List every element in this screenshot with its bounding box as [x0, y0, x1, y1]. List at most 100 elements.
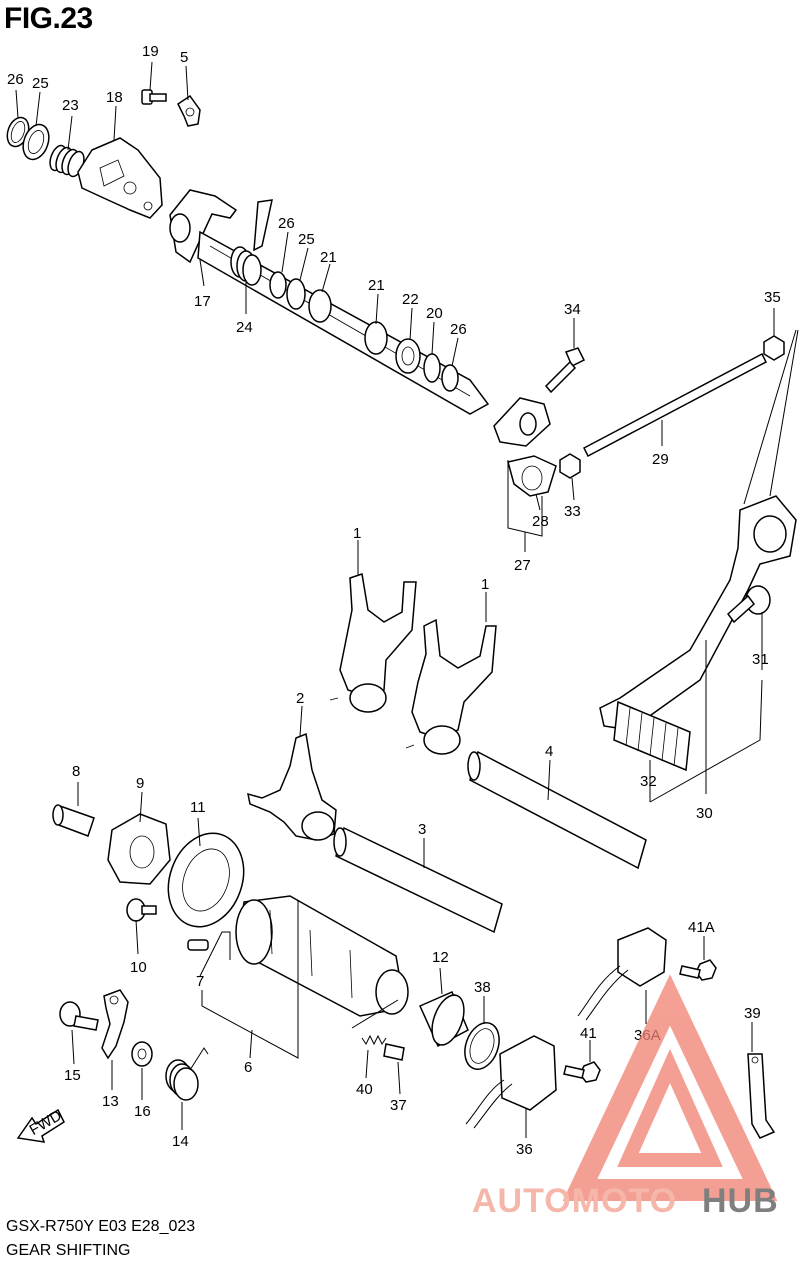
label-27: 27 [514, 557, 531, 574]
label-26c: 26 [450, 321, 467, 338]
label-40: 40 [356, 1081, 373, 1098]
part-1-shift-fork-a [329, 573, 417, 713]
label-25a: 25 [32, 75, 49, 92]
label-37: 37 [390, 1097, 407, 1114]
label-3: 3 [418, 821, 426, 838]
leader-lines [15, 61, 799, 1138]
label-16: 16 [134, 1103, 151, 1120]
model-caption: GSX-R750Y E03 E28_023 [6, 1218, 196, 1235]
label-28: 28 [532, 513, 549, 530]
label-29: 29 [652, 451, 669, 468]
figure-title: FIG.23 [4, 2, 93, 35]
label-25b: 25 [298, 231, 315, 248]
label-24: 24 [236, 319, 253, 336]
part-33-nut [559, 453, 581, 479]
label-19: 19 [142, 43, 159, 60]
label-26a: 26 [7, 71, 24, 88]
label-10: 10 [130, 959, 147, 976]
part-26-circlip-b [269, 271, 287, 299]
label-2: 2 [296, 690, 304, 707]
part-41A-bolt [679, 959, 717, 981]
label-36: 36 [516, 1141, 533, 1158]
watermark-brand-a: AUTOMOTO [472, 1182, 677, 1220]
label-1b: 1 [481, 576, 489, 593]
part-40-spring [361, 1034, 387, 1046]
label-9: 9 [136, 775, 144, 792]
label-41A: 41A [688, 919, 715, 936]
part-32-footpeg-rubber [613, 700, 691, 772]
label-20: 20 [426, 305, 443, 322]
part-21-bushing-b [364, 321, 388, 355]
label-23: 23 [62, 97, 79, 114]
part-22-seal [395, 338, 421, 374]
part-7-dowel-pin [187, 939, 209, 951]
part-41-screw [563, 1061, 601, 1083]
part-14-spring [165, 1047, 209, 1101]
label-35: 35 [764, 289, 781, 306]
label-11: 11 [190, 799, 206, 816]
part-15-bolt [59, 1001, 99, 1031]
part-37-plunger [383, 1043, 405, 1061]
label-34: 34 [564, 301, 581, 318]
label-14: 14 [172, 1133, 189, 1150]
label-7: 7 [196, 973, 204, 990]
label-4: 4 [545, 743, 553, 760]
part-23-spring [49, 144, 85, 178]
part-36A-sensor [577, 927, 667, 1021]
part-13-arm [101, 989, 129, 1060]
label-5: 5 [180, 49, 188, 66]
part-38-o-ring [464, 1022, 500, 1070]
part-34-bolt [544, 347, 586, 394]
part-4-fork-shaft [467, 750, 647, 870]
part-19-bolt [141, 89, 167, 105]
label-13: 13 [102, 1093, 119, 1110]
label-32: 32 [640, 773, 657, 790]
part-35-nut [763, 335, 785, 361]
part-16-washer [131, 1041, 153, 1067]
part-20-washer [423, 353, 441, 383]
part-12-bearing [419, 991, 469, 1048]
part-5-lockwasher [177, 94, 201, 127]
label-6: 6 [244, 1059, 252, 1076]
label-38: 38 [474, 979, 491, 996]
label-33: 33 [564, 503, 581, 520]
part-17-shift-arm [169, 189, 238, 264]
label-8: 8 [72, 763, 80, 780]
label-15: 15 [64, 1067, 81, 1084]
part-25-washer [22, 123, 50, 161]
watermark-brand-b: HUB [702, 1182, 779, 1220]
fwd-arrow-icon: FWD [16, 1107, 65, 1143]
part-26-circlip-c [441, 364, 459, 392]
part-24-return-spring [230, 199, 273, 286]
part-27-shift-arm-clamp [493, 397, 551, 447]
part-10-bolt [126, 898, 157, 922]
part-1-shift-fork-b [405, 618, 497, 755]
part-29-shift-rod [583, 352, 767, 458]
part-21-bushing-a [308, 289, 332, 323]
part-30-shift-pedal [599, 495, 797, 731]
label-30: 30 [696, 805, 713, 822]
part-18-plate [77, 137, 163, 219]
section-caption: GEAR SHIFTING [6, 1242, 131, 1259]
watermark-logo: AUTOMOTO HUB [472, 974, 779, 1220]
part-25-washer-b [286, 278, 306, 310]
label-17: 17 [194, 293, 211, 310]
label-26b: 26 [278, 215, 295, 232]
part-2-shift-fork-c [247, 732, 337, 841]
label-18: 18 [106, 89, 123, 106]
label-1a: 1 [353, 525, 361, 542]
part-31-pivot-bolt [726, 585, 771, 624]
part-6-gearshift-cam [235, 895, 409, 1017]
part-28-rod-end [507, 455, 557, 497]
part-9-cam-stopper [107, 813, 171, 885]
label-31: 31 [752, 651, 769, 668]
label-12: 12 [432, 949, 449, 966]
part-3-fork-shaft [333, 826, 503, 934]
label-21b: 21 [368, 277, 385, 294]
part-36-switch [465, 1035, 557, 1129]
part-8-pin [52, 804, 95, 837]
label-39: 39 [744, 1005, 761, 1022]
label-41: 41 [580, 1025, 597, 1042]
part-11-bearing [167, 832, 245, 928]
